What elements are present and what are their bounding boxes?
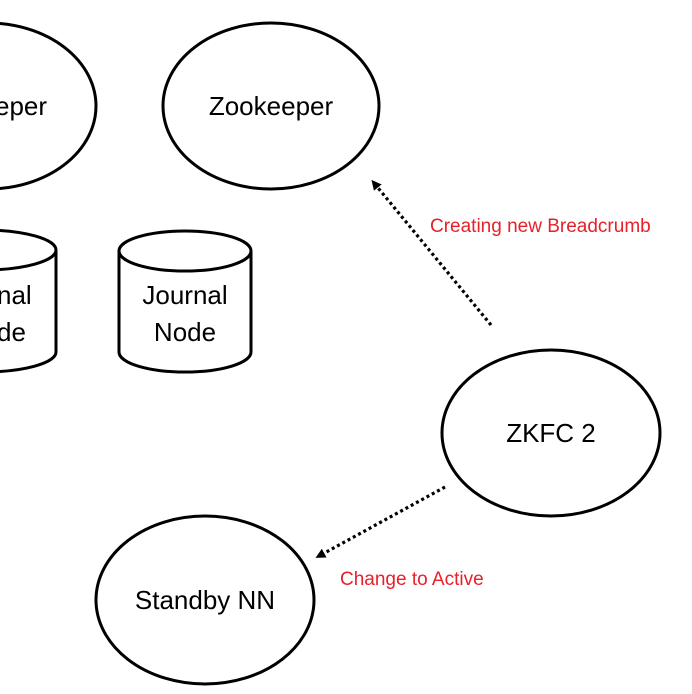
zkfc2-node: ZKFC 2: [440, 348, 662, 518]
standby-nn-node-label: Standby NN: [135, 585, 275, 615]
zookeeper-node: Zookeeper: [161, 21, 381, 191]
edge-creating-breadcrumb: Creating new Breadcrumb: [371, 179, 651, 327]
journal-node-left: nal de: [0, 229, 58, 373]
journal-node-line2: Node: [154, 317, 216, 347]
standby-nn-node: Standby NN: [94, 514, 316, 686]
journal-node-left-line2: de: [0, 317, 26, 347]
edge-change-to-active-line: [315, 485, 446, 558]
journal-node-line1: Journal: [142, 280, 227, 310]
edge-creating-breadcrumb-line: [371, 179, 493, 327]
zookeeper-node-label: Zookeeper: [209, 91, 334, 121]
zookeeper-node-left: eper: [0, 22, 98, 190]
edge-change-to-active-label: Change to Active: [340, 569, 484, 590]
edge-creating-breadcrumb-label: Creating new Breadcrumb: [430, 216, 651, 237]
edge-change-to-active: Change to Active: [315, 485, 484, 590]
zookeeper-node-left-label: eper: [0, 91, 47, 121]
journal-node: Journal Node: [117, 229, 253, 374]
zkfc2-node-label: ZKFC 2: [506, 418, 596, 448]
journal-node-left-line1: nal: [0, 280, 32, 310]
